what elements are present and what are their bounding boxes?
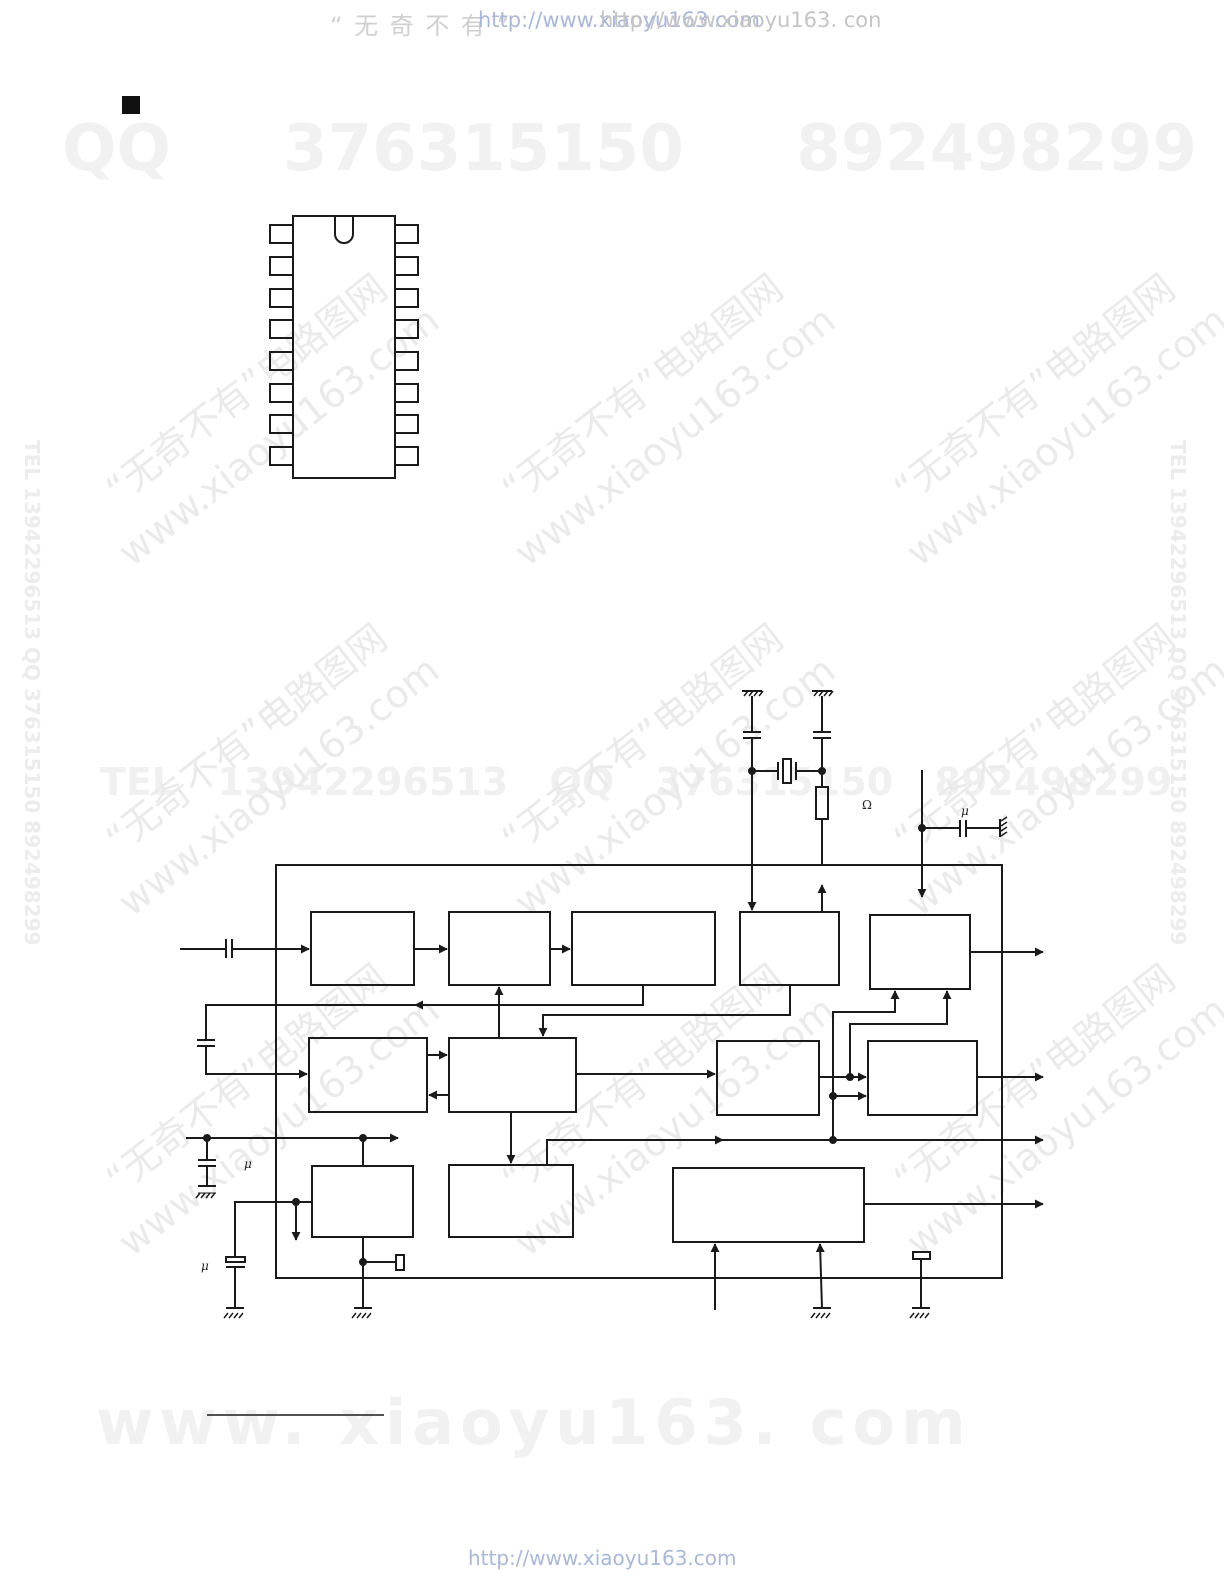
watermark-top-url[interactable]: http://www.xiaoyu163.com	[478, 8, 760, 32]
block-11	[448, 1164, 574, 1238]
loop-capacitor	[197, 1004, 415, 1079]
chip-boundary	[275, 864, 1003, 1279]
block-5	[869, 914, 971, 990]
block-2	[448, 911, 551, 986]
block-12	[672, 1167, 865, 1243]
block-regulator	[311, 1165, 414, 1238]
watermark-qq-banner: QQ 376315150 892498299	[62, 112, 1197, 186]
pin1-notch-icon	[334, 216, 354, 244]
cap-unit-label-supply: μ	[244, 1157, 252, 1171]
block-control	[448, 1037, 577, 1113]
section-marker	[122, 96, 140, 114]
supply-line	[186, 1133, 399, 1199]
block-8	[716, 1040, 820, 1116]
watermark-top-cn: “ 无 奇 不 有 ”	[330, 12, 512, 40]
cap-unit-label-top: μ	[961, 804, 969, 818]
block-3	[571, 911, 716, 986]
resistor-icon	[815, 786, 829, 820]
watermark-tel-banner: TEL 13942296513 QQ 376315150 892498299	[100, 760, 1173, 804]
block-6	[308, 1037, 428, 1113]
block-input-amp	[310, 911, 415, 986]
crystal-network	[742, 690, 834, 912]
regulator-cap	[223, 1198, 312, 1319]
watermark-bottom-url[interactable]: http://www.xiaoyu163.com	[468, 1546, 737, 1570]
left-pins	[269, 224, 294, 466]
cap-unit-label-regulator: μ	[201, 1259, 209, 1273]
block-9	[867, 1040, 978, 1116]
watermark-top-url-overlap: http://www.xiaoyu163. con	[600, 8, 882, 32]
ic-package-outline	[269, 215, 419, 479]
right-pins	[394, 224, 419, 466]
watermark-www-banner: www. xiaoyu163. com	[96, 1386, 972, 1459]
block-oscillator	[739, 911, 840, 986]
bypass-capacitor	[917, 770, 1008, 898]
input-signal-path	[180, 939, 310, 958]
resistor-unit-label: Ω	[862, 798, 872, 812]
